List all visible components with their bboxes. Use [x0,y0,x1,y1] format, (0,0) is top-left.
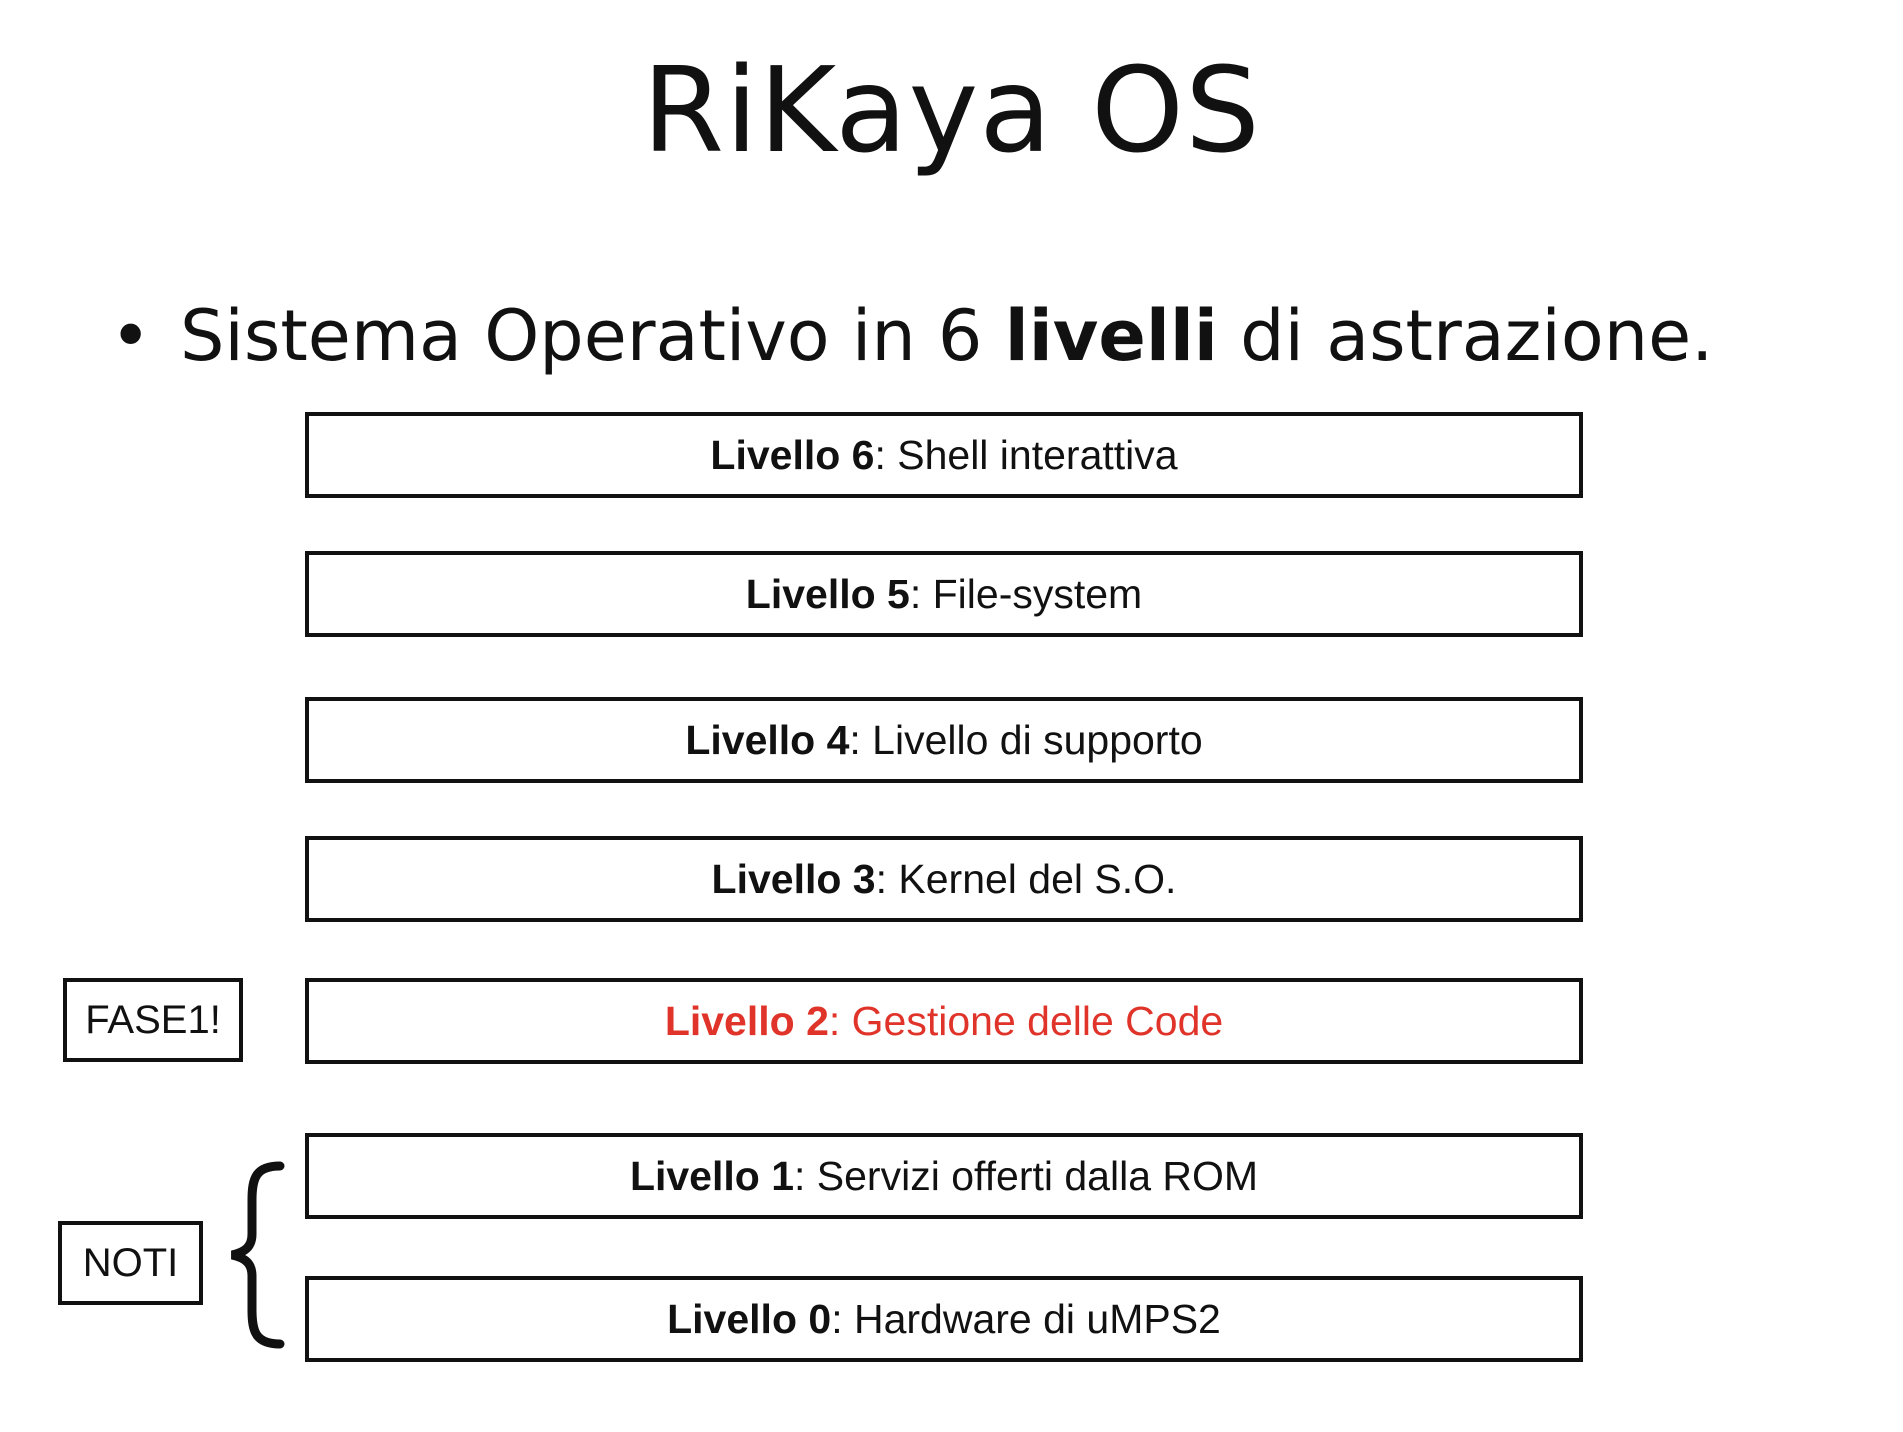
level-box-1: Livello 1: Servizi offerti dalla ROM [305,1133,1583,1219]
bullet-dot: • [110,295,152,377]
level-1-name: Livello 1 [629,1152,794,1199]
level-box-2: Livello 2: Gestione delle Code [305,978,1583,1064]
level-2-name: Livello 2 [664,997,829,1044]
bullet-text-bold: livelli [1004,295,1218,377]
level-3-name: Livello 3 [711,855,876,902]
slide-title: RiKaya OS [642,41,1261,179]
level-2-desc: : Gestione delle Code [828,997,1224,1044]
level-5-desc: : File-system [909,570,1143,617]
level-0-name: Livello 0 [667,1295,832,1342]
fase1-label: FASE1! [63,978,243,1062]
level-1-desc: : Servizi offerti dalla ROM [794,1152,1259,1199]
level-box-5: Livello 5: File-system [305,551,1583,637]
level-4-desc: : Livello di supporto [849,716,1203,763]
curly-brace-icon [230,1161,285,1349]
bullet-text-before: Sistema Operativo in 6 [180,295,1005,377]
level-6-desc: : Shell interattiva [874,431,1178,478]
noti-label: NOTI [58,1221,203,1305]
level-0-desc: : Hardware di uMPS2 [831,1295,1221,1342]
level-box-3: Livello 3: Kernel del S.O. [305,836,1583,922]
bullet-point: • Sistema Operativo in 6 livelli di astra… [110,294,1870,378]
level-box-4: Livello 4: Livello di supporto [305,697,1583,783]
bullet-text-after: di astrazione. [1217,295,1714,377]
level-3-desc: : Kernel del S.O. [875,855,1177,902]
level-box-6: Livello 6: Shell interattiva [305,412,1583,498]
level-4-name: Livello 4 [685,716,850,763]
level-6-name: Livello 6 [710,431,875,478]
level-box-0: Livello 0: Hardware di uMPS2 [305,1276,1583,1362]
level-5-name: Livello 5 [745,570,910,617]
